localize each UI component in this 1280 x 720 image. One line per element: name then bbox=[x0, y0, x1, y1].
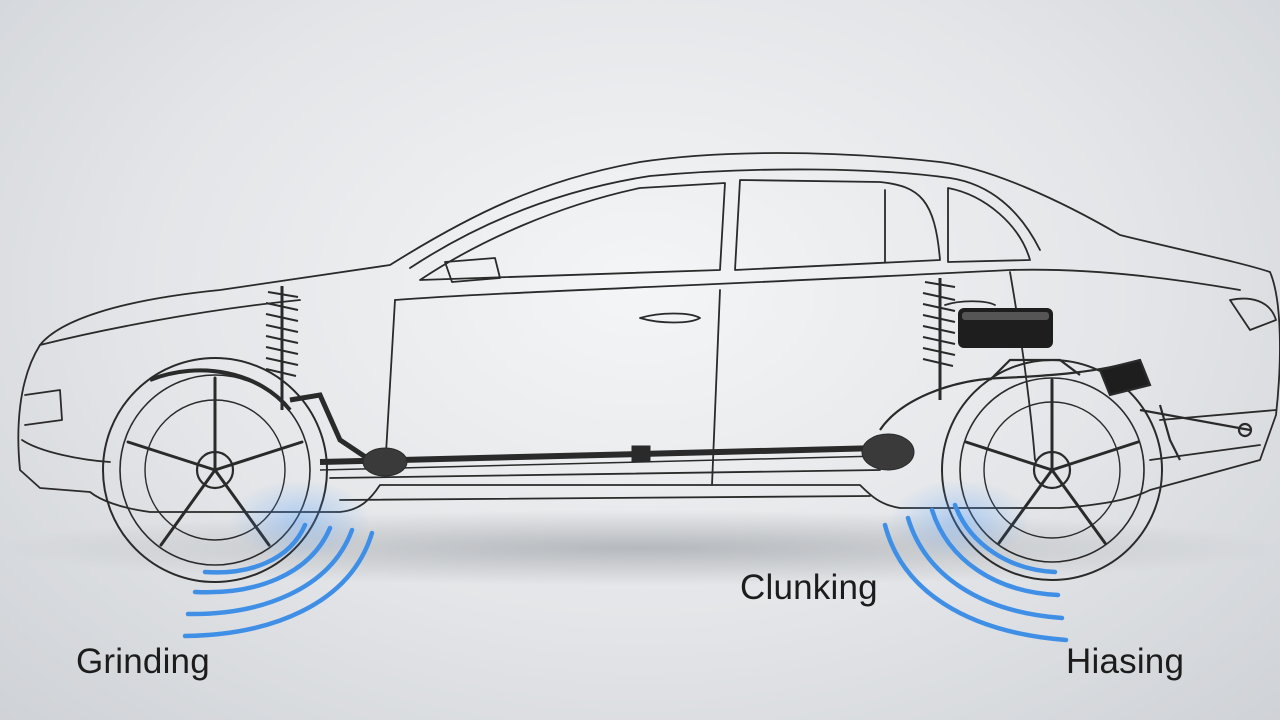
rear-wheel bbox=[941, 359, 1163, 581]
sound-wave-icon bbox=[185, 527, 355, 617]
rear-coil-spring bbox=[922, 278, 956, 400]
rear-shock-highlight bbox=[962, 312, 1049, 320]
rear-sound-waves bbox=[882, 502, 1069, 643]
front-wave-glow bbox=[230, 480, 370, 560]
front-sound-waves bbox=[182, 522, 375, 639]
sound-wave-icon bbox=[182, 530, 375, 639]
front-brake-rotor bbox=[149, 368, 292, 412]
sound-wave-icon bbox=[929, 507, 1061, 598]
grinding-label: Grinding bbox=[76, 642, 210, 681]
front-coil-spring bbox=[265, 286, 299, 410]
hissing-label: Hiasing bbox=[1066, 642, 1185, 681]
sound-wave-icon bbox=[882, 522, 1069, 643]
sound-wave-icon bbox=[952, 502, 1058, 575]
car-body bbox=[17, 152, 1280, 513]
sound-wave-icon bbox=[192, 525, 333, 595]
sound-wave-icon bbox=[905, 515, 1065, 621]
drive-shaft bbox=[319, 433, 915, 477]
clunking-label: Clunking bbox=[740, 568, 878, 607]
rear-subframe bbox=[879, 358, 1253, 461]
sound-wave-icon bbox=[202, 522, 308, 575]
front-control-arm bbox=[289, 392, 372, 463]
